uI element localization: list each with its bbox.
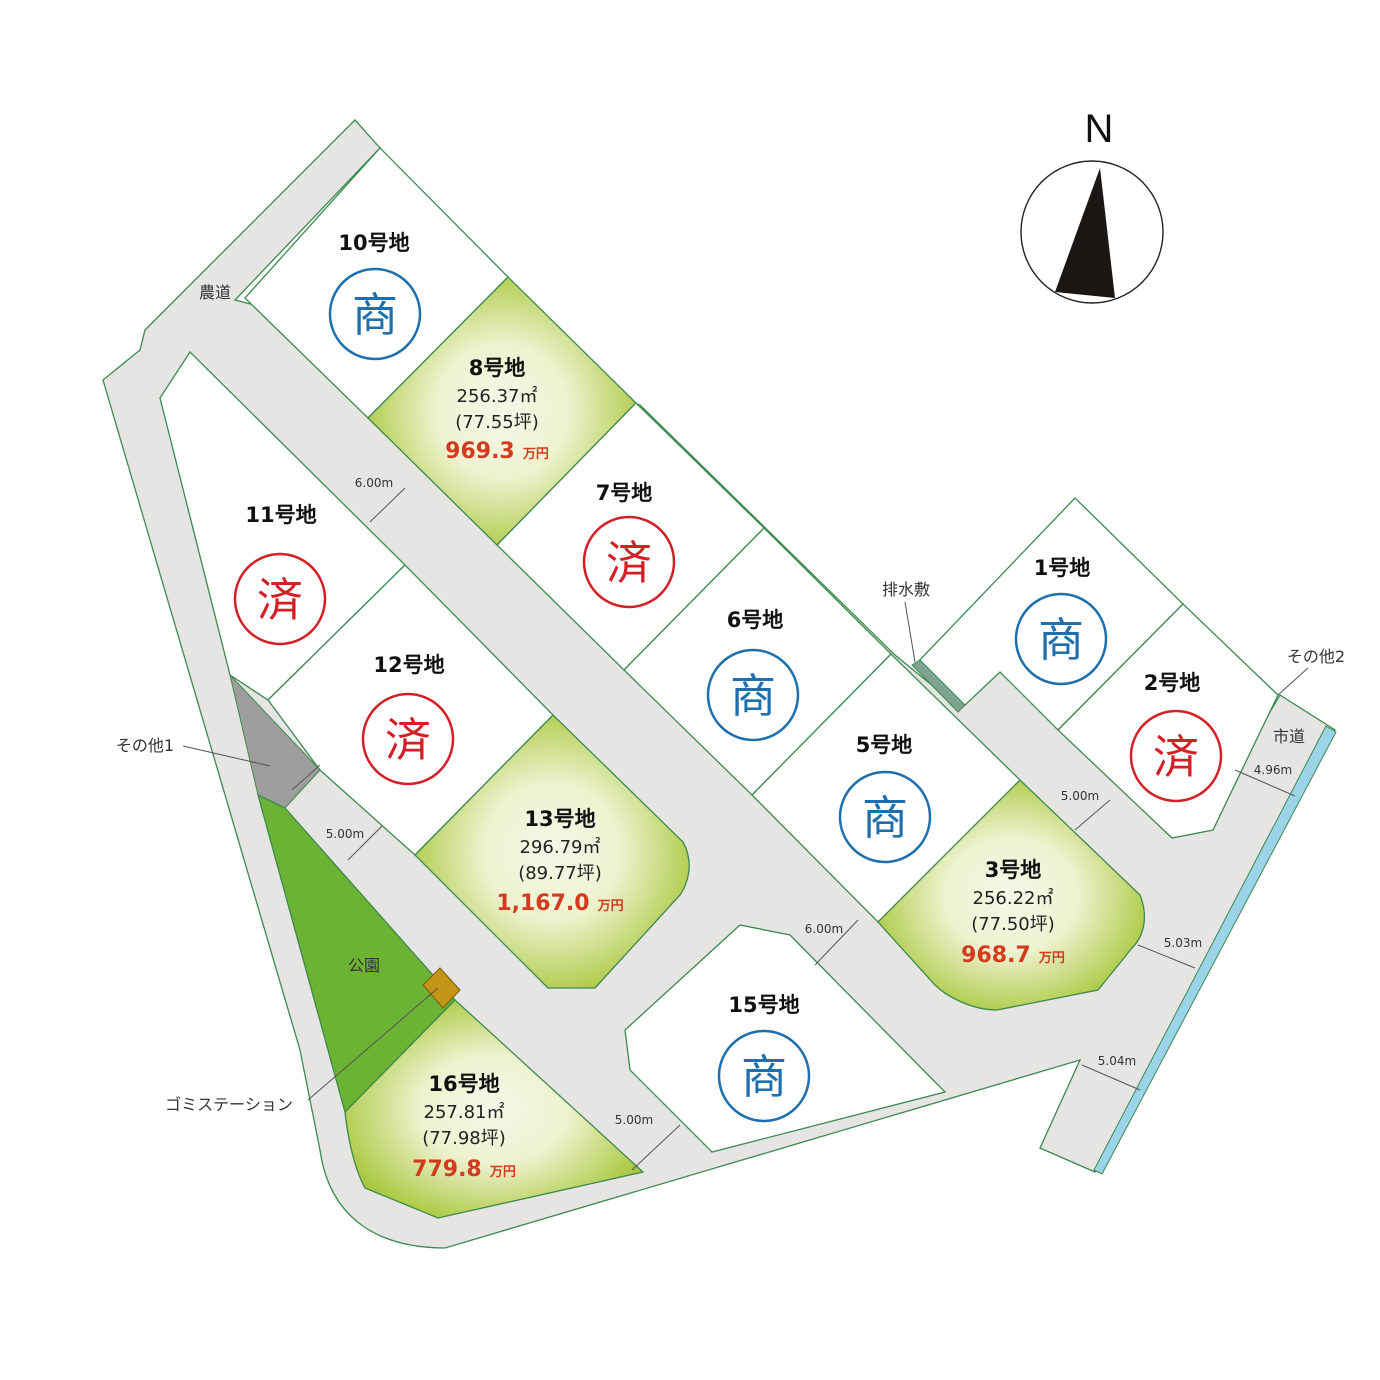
lot-15-stamp-ring — [717, 1029, 811, 1123]
lot-8-name: 8号地 — [469, 356, 526, 380]
north-arrow-icon — [1055, 168, 1115, 298]
lot-13-price-unit: 万円 — [597, 899, 624, 914]
lot-8-price-unit: 万円 — [522, 447, 549, 462]
lot-10-name: 10号地 — [338, 231, 409, 255]
farm-road-label: 農道 — [199, 283, 231, 302]
lot-12-stamp-ring — [361, 692, 455, 786]
lot-16-price: 779.8 万円 — [412, 1157, 516, 1182]
garbage-station-area[interactable] — [422, 967, 461, 1009]
lot-5-name: 5号地 — [856, 733, 913, 757]
garbage-station-label: ゴミステーション — [165, 1095, 293, 1114]
lot-5-stamp: 商 — [838, 770, 932, 864]
lot-2-stamp: 済 — [1129, 709, 1223, 803]
road-width-ticks — [291, 487, 1296, 1171]
other2-label: その他2 — [1287, 647, 1345, 666]
lot-7-name: 7号地 — [596, 481, 653, 505]
park-label: 公園 — [348, 956, 380, 975]
lot-2-stamp-ring — [1129, 709, 1223, 803]
lot-10-stamp-char: 商 — [352, 288, 398, 342]
lot-11-name: 11号地 — [245, 503, 316, 527]
lot-3-price-num: 968.7 — [961, 943, 1031, 968]
lot-15-stamp: 商 — [717, 1029, 811, 1123]
lot-7-stamp: 済 — [582, 515, 676, 609]
road-width-main-upper: 6.00m — [355, 476, 393, 490]
lot-8-price-num: 969.3 — [445, 439, 515, 464]
lot-8-price: 969.3 万円 — [445, 439, 549, 464]
lot-2-name: 2号地 — [1144, 671, 1201, 695]
lot-11-stamp: 済 — [233, 552, 327, 646]
lot-13-name: 13号地 — [524, 807, 595, 831]
lot-15-stamp-char: 商 — [741, 1050, 787, 1104]
lot-13-parcel[interactable] — [414, 714, 690, 989]
lot-5-stamp-ring — [838, 770, 932, 864]
lot-3-price: 968.7 万円 — [961, 943, 1065, 968]
lot-15-name: 15号地 — [728, 993, 799, 1017]
road-width-city-mid: 5.03m — [1164, 936, 1202, 950]
lot-8-tsubo: (77.55坪) — [455, 412, 539, 433]
lot-12-name: 12号地 — [373, 653, 444, 677]
lot-7-stamp-char: 済 — [606, 536, 652, 590]
lot-12-stamp: 済 — [361, 692, 455, 786]
lot-10-stamp-ring — [328, 267, 422, 361]
lot-3-name: 3号地 — [985, 858, 1042, 882]
road-width-city-bottom: 5.04m — [1098, 1054, 1136, 1068]
lot-6-stamp-ring — [706, 648, 800, 742]
lot-11-stamp-char: 済 — [257, 573, 303, 627]
lot-13-tsubo: (89.77坪) — [518, 863, 602, 884]
compass: N — [1020, 107, 1164, 304]
canal-strip — [1093, 725, 1337, 1175]
lot-11-stamp-ring — [233, 552, 327, 646]
lot-1-name: 1号地 — [1034, 556, 1091, 580]
lot-16-parcel[interactable] — [344, 999, 645, 1219]
lot-2-stamp-char: 済 — [1153, 730, 1199, 784]
other1-label: その他1 — [116, 736, 174, 755]
lot-1-stamp-char: 商 — [1038, 613, 1084, 667]
drainage-label: 排水敷 — [882, 580, 930, 599]
road-width-city-top: 4.96m — [1254, 763, 1292, 777]
road-width-left-branch: 5.00m — [326, 827, 364, 841]
lot-16-name: 16号地 — [428, 1072, 499, 1096]
lot-6-name: 6号地 — [727, 608, 784, 632]
leader-lines — [182, 601, 1309, 1101]
lot-13-area: 296.79㎡ — [520, 836, 601, 858]
lot-13-price-num: 1,167.0 — [496, 891, 589, 916]
lot-6-stamp: 商 — [706, 648, 800, 742]
road-width-right-branch: 5.00m — [1061, 789, 1099, 803]
road-width-bottom-branch: 5.00m — [615, 1113, 653, 1127]
lot-7-stamp-ring — [582, 515, 676, 609]
lot-13-price: 1,167.0 万円 — [496, 891, 623, 916]
lot-3-parcel[interactable] — [877, 779, 1146, 1011]
lot-8-area: 256.37㎡ — [457, 385, 538, 407]
road-width-main-lower: 6.00m — [805, 922, 843, 936]
lot-12-stamp-char: 済 — [385, 713, 431, 767]
lot-3-tsubo: (77.50坪) — [971, 914, 1055, 935]
north-label: N — [1085, 107, 1114, 151]
lot-5-stamp-char: 商 — [862, 791, 908, 845]
lot-1-stamp-ring — [1014, 592, 1108, 686]
lot-16-price-num: 779.8 — [412, 1157, 482, 1182]
lot-1-stamp: 商 — [1014, 592, 1108, 686]
lot-3-price-unit: 万円 — [1038, 951, 1065, 966]
city-road-label: 市道 — [1273, 727, 1305, 746]
drainage-strip — [911, 659, 966, 713]
lot-6-stamp-char: 商 — [730, 669, 776, 723]
lot-16-area: 257.81㎡ — [424, 1101, 505, 1123]
lot-10-stamp: 商 — [328, 267, 422, 361]
lot-16-price-unit: 万円 — [489, 1165, 516, 1180]
lot-3-area: 256.22㎡ — [973, 887, 1054, 909]
lot-16-tsubo: (77.98坪) — [422, 1128, 506, 1149]
